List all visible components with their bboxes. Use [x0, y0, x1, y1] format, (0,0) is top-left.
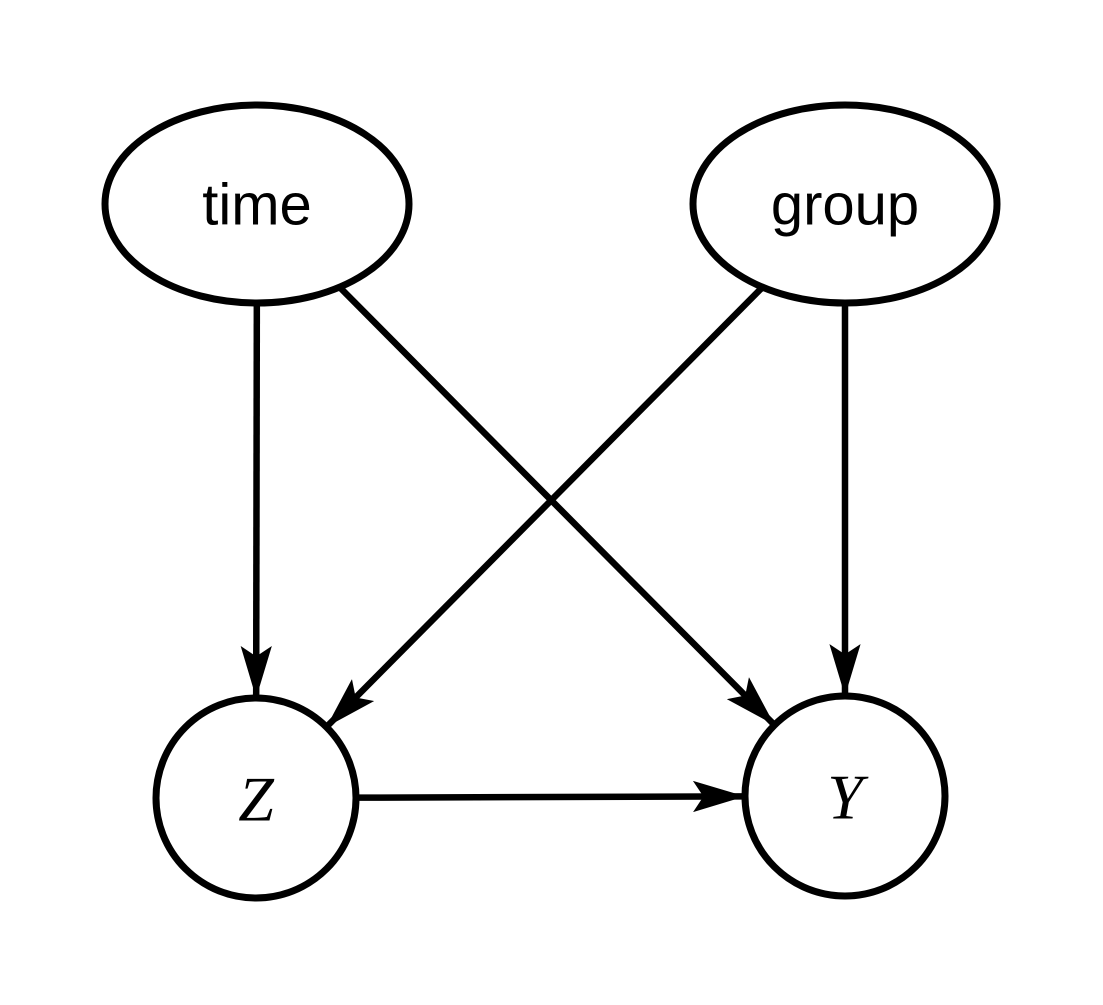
- node-time: time: [101, 101, 413, 307]
- edge-time-to-Y: [337, 284, 777, 728]
- node-label-Z: Z: [238, 763, 275, 834]
- node-label-Y: Y: [827, 761, 869, 832]
- edge-time-to-Z: [240, 302, 272, 699]
- node-Z: Z: [152, 694, 360, 902]
- edge-Z-to-Y: [355, 780, 746, 813]
- edges-layer: [240, 284, 861, 813]
- node-ellipse-time: [101, 101, 413, 307]
- node-label-time: time: [202, 172, 312, 237]
- node-Y: Y: [741, 692, 949, 900]
- node-label-group: group: [771, 172, 919, 237]
- node-group: group: [689, 101, 1001, 307]
- edge-group-to-Z: [324, 284, 765, 730]
